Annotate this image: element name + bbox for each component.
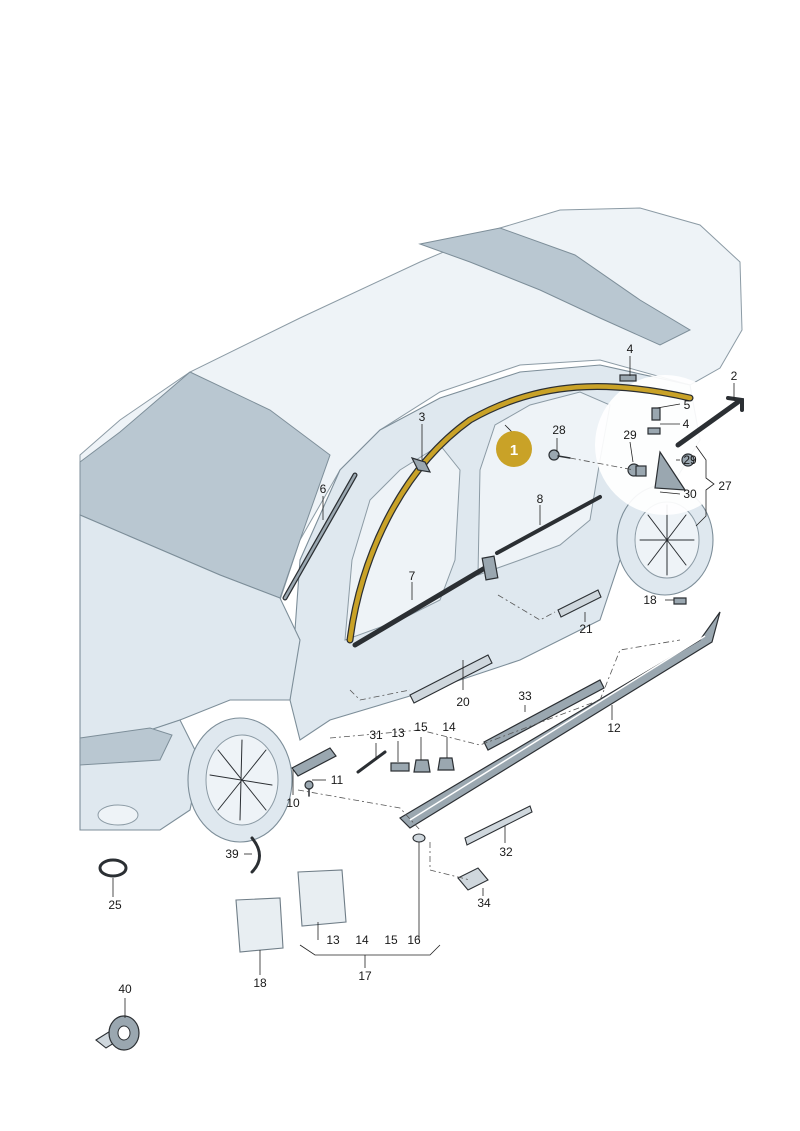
roof-trim-highlight: 1 [346, 383, 694, 644]
callout-7: 7 [409, 569, 416, 583]
callout-31: 31 [369, 728, 383, 742]
callout-39: 39 [225, 847, 239, 861]
callout-18-right: 18 [643, 593, 657, 607]
callout-11: 11 [331, 773, 344, 787]
callout-10: 10 [286, 796, 300, 810]
highlight-label: 1 [510, 442, 518, 459]
group-item-13: 13 [326, 933, 340, 947]
callout-15: 15 [414, 720, 428, 734]
group-total-17: 17 [358, 969, 372, 983]
callout-2: 2 [731, 369, 738, 383]
callout-4-side: 4 [683, 417, 690, 431]
callout-40: 40 [118, 982, 132, 996]
callout-29-left: 29 [623, 428, 637, 442]
group-item-16: 16 [407, 933, 421, 947]
callout-28: 28 [552, 423, 566, 437]
callout-4-top: 4 [627, 342, 634, 356]
callout-29-right: 29 [683, 453, 697, 467]
car-body [79, 207, 743, 843]
callout-34: 34 [477, 896, 491, 910]
callout-14: 14 [442, 720, 456, 734]
callout-33: 33 [518, 689, 532, 703]
group-item-14: 14 [355, 933, 369, 947]
callout-6: 6 [320, 482, 327, 496]
callout-13: 13 [391, 726, 405, 740]
callout-25: 25 [108, 898, 122, 912]
callout-12: 12 [607, 721, 621, 735]
callout-5: 5 [684, 398, 691, 412]
callout-labels: 2 3 4 4 5 6 7 8 10 11 12 13 14 15 18 20 … [108, 342, 737, 996]
group-17-labels: 13 14 15 16 17 18 [253, 933, 421, 990]
parts [95, 374, 744, 1051]
callout-8: 8 [537, 492, 544, 506]
callout-21: 21 [579, 622, 593, 636]
callout-3: 3 [419, 410, 426, 424]
callout-18-bag-label: 18 [253, 976, 267, 990]
callout-leaders [112, 356, 735, 1018]
callout-20: 20 [456, 695, 470, 709]
callout-27: 27 [718, 479, 732, 493]
group-item-15: 15 [384, 933, 398, 947]
callout-32: 32 [499, 845, 513, 859]
highlight-badge [496, 431, 532, 467]
reference-lines [297, 457, 681, 881]
callout-30: 30 [683, 487, 697, 501]
